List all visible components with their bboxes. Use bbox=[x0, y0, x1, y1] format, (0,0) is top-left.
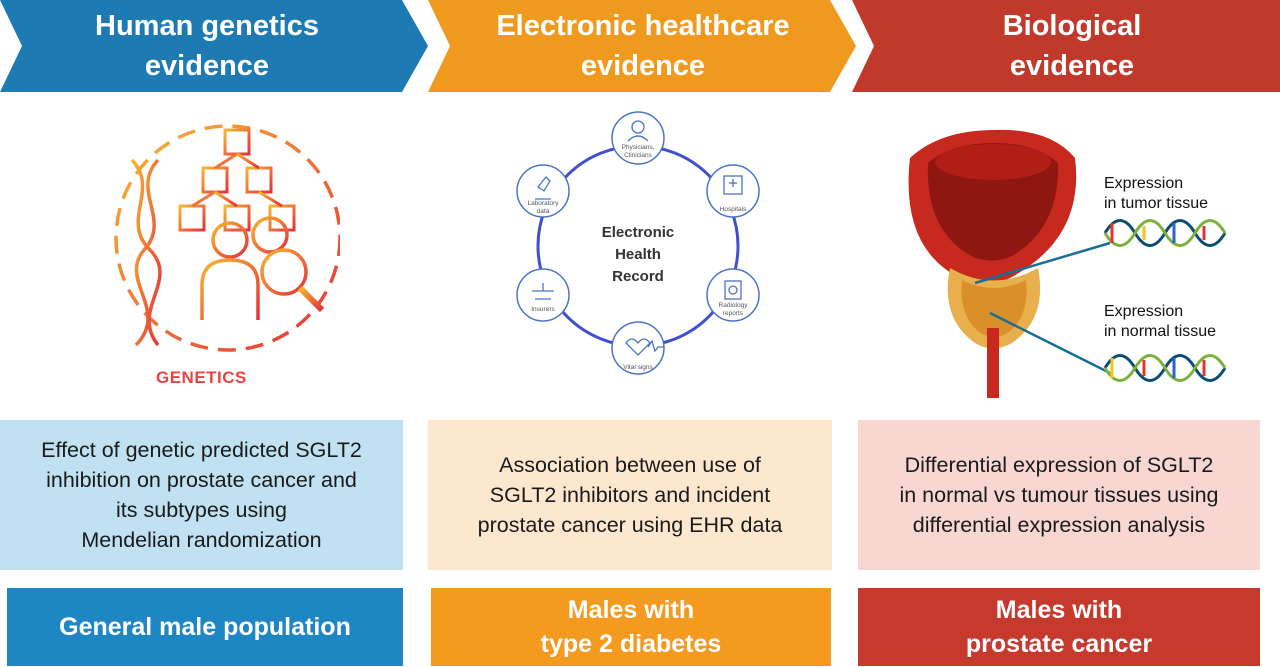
genetics-icon bbox=[114, 124, 340, 352]
genetics-icon-label: GENETICS bbox=[156, 368, 247, 387]
column-biological: Biological evidence Expression in bbox=[852, 0, 1280, 667]
ehr-title: Electronic healthcare evidence bbox=[496, 10, 790, 82]
genetics-header-chevron bbox=[0, 0, 428, 92]
genetics-population: General male population bbox=[7, 588, 403, 666]
genetics-description: Effect of genetic predicted SGLT2 inhibi… bbox=[0, 420, 403, 570]
column-ehr: Electronic healthcare evidence Electroni… bbox=[428, 0, 858, 667]
ehr-node-radiology: Radiology reports bbox=[718, 302, 748, 317]
ehr-node-laboratory: Laboratory data bbox=[527, 200, 559, 215]
column-genetics: Human genetics evidence bbox=[0, 0, 430, 667]
biological-title: Biological evidence bbox=[1002, 10, 1142, 82]
expression-tumor-label: Expression in tumor tissue bbox=[1104, 175, 1209, 212]
ehr-description: Association between use of SGLT2 inhibit… bbox=[428, 420, 832, 570]
expression-normal-label: Expression in normal tissue bbox=[1104, 303, 1217, 340]
biological-population: Males with prostate cancer bbox=[858, 588, 1260, 666]
ehr-node-hospitals: Hospitals bbox=[719, 206, 747, 213]
ehr-node-insurers: Insurers bbox=[531, 306, 555, 313]
genetics-title: Human genetics evidence bbox=[95, 10, 319, 82]
biological-header-chevron bbox=[852, 0, 1280, 92]
ehr-ring-graphic bbox=[516, 111, 760, 375]
ehr-node-vital-signs: Vital signs bbox=[623, 364, 653, 371]
ehr-population: Males with type 2 diabetes bbox=[431, 588, 831, 666]
ehr-center-label: Electronic Health Record bbox=[601, 224, 675, 285]
biological-description: Differential expression of SGLT2 in norm… bbox=[858, 420, 1260, 570]
ehr-node-physicians: Physicians, Clinicians bbox=[621, 144, 655, 159]
ehr-header-chevron bbox=[428, 0, 856, 92]
bladder-prostate-illustration bbox=[908, 129, 1227, 398]
